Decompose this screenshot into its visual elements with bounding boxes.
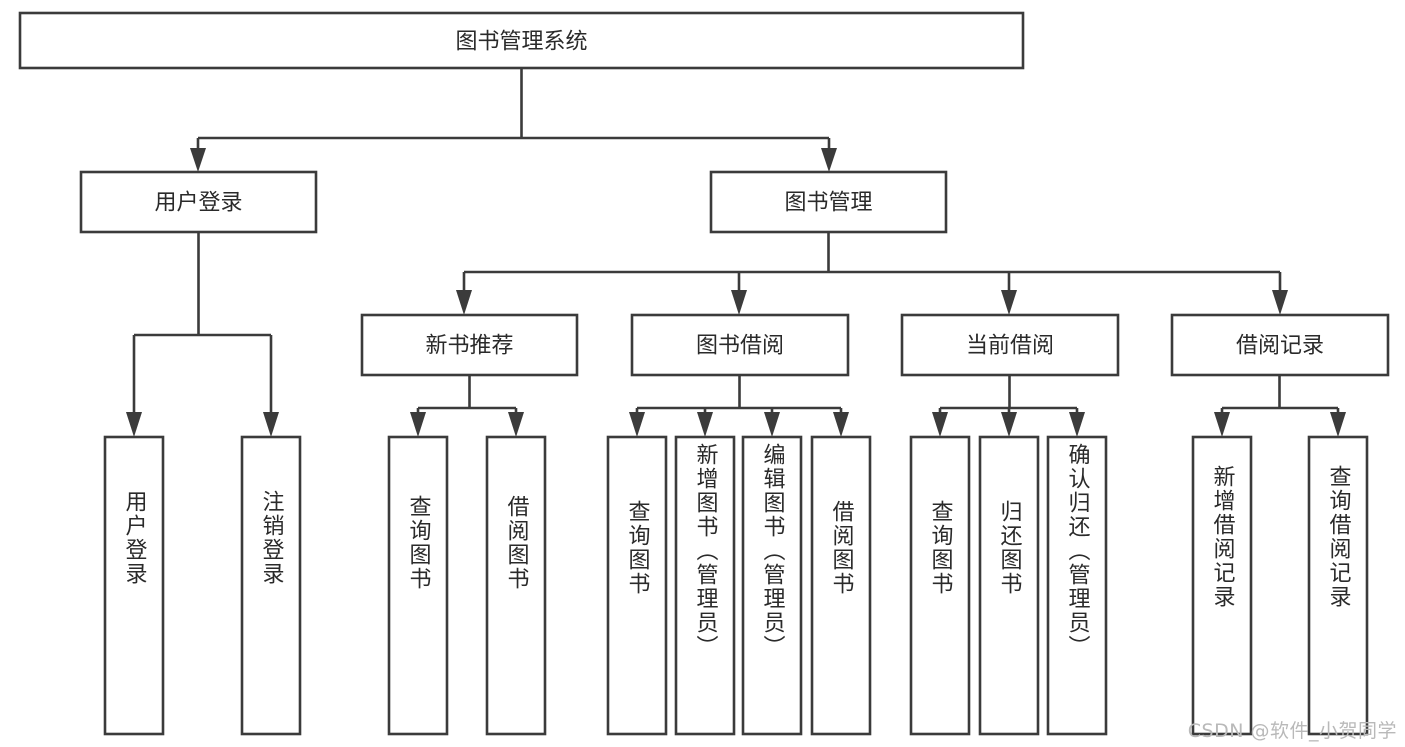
arrow-head-leaf-current-borrow-2 [1001,412,1017,437]
arrow-head-leaf-user-login-1 [126,412,142,437]
node-borrow-record[interactable]: 借阅记录 [1170,313,1390,377]
csdn-watermark: CSDN @软件_小贺同学 [1187,720,1397,742]
node-user-login[interactable]: 用户登录 [79,170,318,234]
node-root[interactable]: 图书管理系统 [18,11,1025,70]
node-book-borrow-box[interactable] [630,313,850,377]
arrow-head-leaf-book-borrow-4 [833,412,849,437]
connector-group-current-borrow [932,375,1085,437]
node-new-book[interactable]: 新书推荐 [360,313,579,377]
leaf-box-current-borrow-3[interactable] [1046,435,1108,736]
node-borrow-record-box[interactable] [1170,313,1390,377]
leaf-box-book-borrow-4[interactable] [810,435,872,736]
node-root-label: 图书管理系统 [455,30,587,55]
leaf-box-new-book-2[interactable] [485,435,547,736]
leaf-box-current-borrow-1[interactable] [909,435,971,736]
node-root-box[interactable] [18,11,1025,70]
arrow-head-book-mgmt [821,148,837,172]
connector-group-user-login [126,232,279,437]
connector-group-book-borrow [629,375,849,437]
node-book-borrow-label: 图书借阅 [696,334,784,359]
node-user-login-box[interactable] [79,170,318,234]
arrow-head-leaf-new-book-1 [410,412,426,437]
leaf-box-current-borrow-2[interactable] [978,435,1040,736]
leaf-box-book-borrow-2[interactable] [674,435,736,736]
leaf-box-book-borrow-3[interactable] [741,435,803,736]
arrow-head-borrow-record [1272,290,1288,315]
connector-group-new-book [410,375,524,437]
node-book-mgmt[interactable]: 图书管理 [709,170,948,234]
arrow-head-leaf-current-borrow-3 [1069,412,1085,437]
node-borrow-record-label: 借阅记录 [1236,334,1324,359]
arrow-head-leaf-borrow-record-2 [1330,412,1346,437]
leaf-box-group [103,435,1369,736]
arrow-head-leaf-user-login-2 [263,412,279,437]
arrow-head-leaf-book-borrow-3 [764,412,780,437]
node-user-login-label: 用户登录 [154,191,242,216]
connector-group-borrow-record [1214,375,1346,437]
node-book-mgmt-box[interactable] [709,170,948,234]
leaf-box-borrow-record-2[interactable] [1307,435,1369,736]
node-current-borrow[interactable]: 当前借阅 [900,313,1120,377]
node-book-mgmt-label: 图书管理 [784,191,872,216]
connector-group-book-mgmt [456,232,1288,315]
arrow-head-leaf-book-borrow-2 [697,412,713,437]
node-new-book-label: 新书推荐 [425,334,513,359]
arrow-head-leaf-current-borrow-1 [932,412,948,437]
arrow-head-user-login [190,148,206,172]
node-current-borrow-box[interactable] [900,313,1120,377]
arrow-head-new-book [456,290,472,315]
node-book-borrow[interactable]: 图书借阅 [630,313,850,377]
arrow-head-current-borrow [1001,290,1017,315]
leaf-box-book-borrow-1[interactable] [606,435,668,736]
leaf-box-user-login-1[interactable] [103,435,165,736]
arrow-head-leaf-new-book-2 [508,412,524,437]
leaf-box-new-book-1[interactable] [387,435,449,736]
node-new-book-box[interactable] [360,313,579,377]
arrow-head-leaf-book-borrow-1 [629,412,645,437]
arrow-head-leaf-borrow-record-1 [1214,412,1230,437]
node-current-borrow-label: 当前借阅 [966,334,1054,359]
leaf-box-borrow-record-1[interactable] [1191,435,1253,736]
connector-group-root [190,68,837,172]
arrow-head-book-borrow [731,290,747,315]
leaf-box-user-login-2[interactable] [240,435,302,736]
